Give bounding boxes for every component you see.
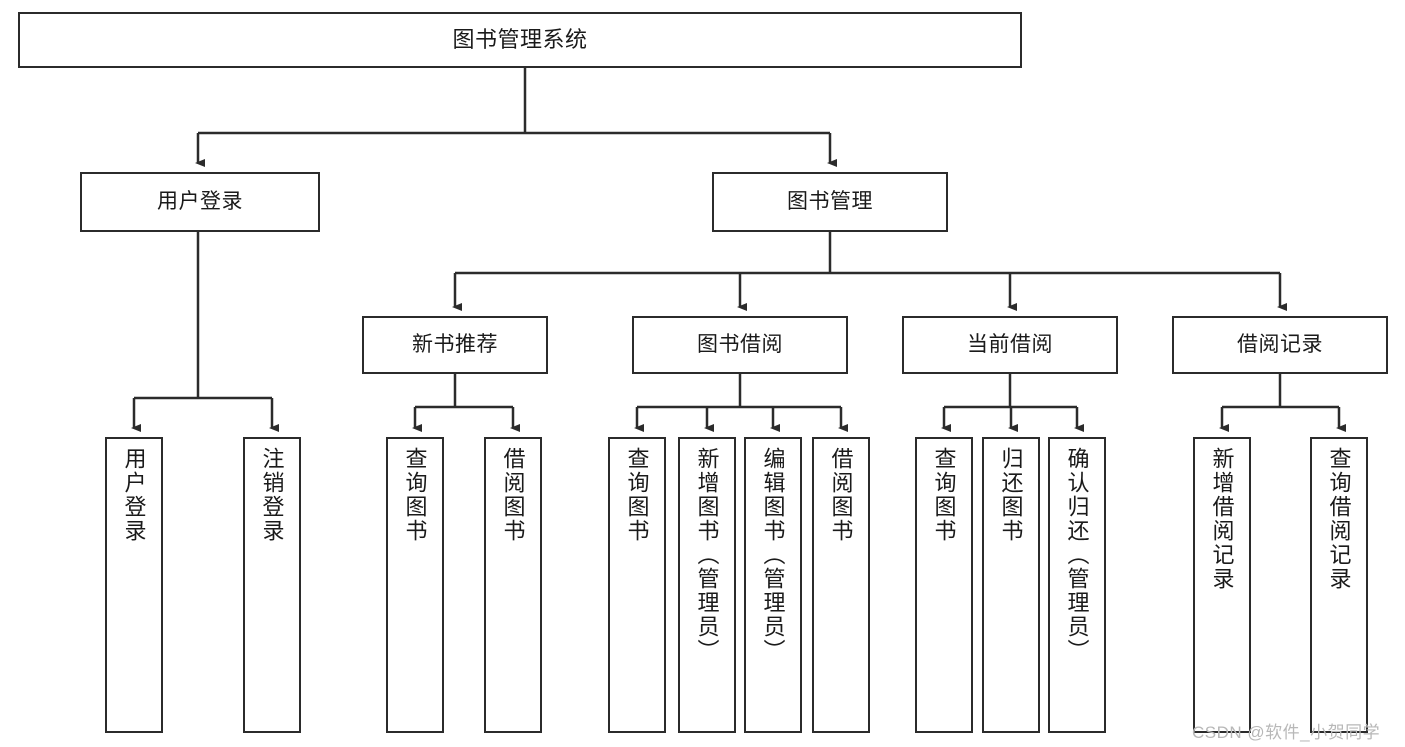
node-leaf-query-borrow-record[interactable]: 查询借阅记录 <box>1310 437 1368 733</box>
node-new-book-recommend-label: 新书推荐 <box>412 332 498 356</box>
node-borrow-record-label: 借阅记录 <box>1237 332 1323 356</box>
node-leaf-query-book-3-label: 查询图书 <box>931 447 957 543</box>
node-leaf-borrow-book-2-label: 借阅图书 <box>828 447 854 543</box>
node-book-borrow-label: 图书借阅 <box>697 332 783 356</box>
node-user-login[interactable]: 用户登录 <box>80 172 320 232</box>
node-root-label: 图书管理系统 <box>452 27 588 53</box>
node-leaf-confirm-return[interactable]: 确认归还（管理员） <box>1048 437 1106 733</box>
node-leaf-edit-book-admin-label: 编辑图书（管理员） <box>760 447 786 663</box>
node-current-borrow-label: 当前借阅 <box>967 332 1053 356</box>
node-leaf-add-borrow-record[interactable]: 新增借阅记录 <box>1193 437 1251 733</box>
node-leaf-query-book-2-label: 查询图书 <box>624 447 650 543</box>
node-leaf-query-book-1[interactable]: 查询图书 <box>386 437 444 733</box>
node-current-borrow[interactable]: 当前借阅 <box>902 316 1118 374</box>
node-leaf-query-borrow-record-label: 查询借阅记录 <box>1326 447 1352 591</box>
node-leaf-user-login-label: 用户登录 <box>121 447 147 543</box>
node-new-book-recommend[interactable]: 新书推荐 <box>362 316 548 374</box>
node-leaf-return-book-label: 归还图书 <box>998 447 1024 543</box>
node-leaf-logout-login-label: 注销登录 <box>259 447 285 543</box>
node-leaf-return-book[interactable]: 归还图书 <box>982 437 1040 733</box>
node-leaf-user-login[interactable]: 用户登录 <box>105 437 163 733</box>
node-leaf-borrow-book-1-label: 借阅图书 <box>500 447 526 543</box>
node-book-manage[interactable]: 图书管理 <box>712 172 948 232</box>
node-leaf-borrow-book-1[interactable]: 借阅图书 <box>484 437 542 733</box>
node-book-borrow[interactable]: 图书借阅 <box>632 316 848 374</box>
node-leaf-query-book-1-label: 查询图书 <box>402 447 428 543</box>
node-borrow-record[interactable]: 借阅记录 <box>1172 316 1388 374</box>
node-leaf-logout-login[interactable]: 注销登录 <box>243 437 301 733</box>
node-book-manage-label: 图书管理 <box>787 189 873 213</box>
node-leaf-confirm-return-label: 确认归还（管理员） <box>1064 447 1090 663</box>
node-leaf-borrow-book-2[interactable]: 借阅图书 <box>812 437 870 733</box>
node-leaf-add-book-admin-label: 新增图书（管理员） <box>694 447 720 663</box>
node-leaf-query-book-3[interactable]: 查询图书 <box>915 437 973 733</box>
node-leaf-query-book-2[interactable]: 查询图书 <box>608 437 666 733</box>
node-leaf-add-borrow-record-label: 新增借阅记录 <box>1209 447 1235 591</box>
node-leaf-edit-book-admin[interactable]: 编辑图书（管理员） <box>744 437 802 733</box>
node-user-login-label: 用户登录 <box>157 189 243 213</box>
node-root[interactable]: 图书管理系统 <box>18 12 1022 68</box>
node-leaf-add-book-admin[interactable]: 新增图书（管理员） <box>678 437 736 733</box>
